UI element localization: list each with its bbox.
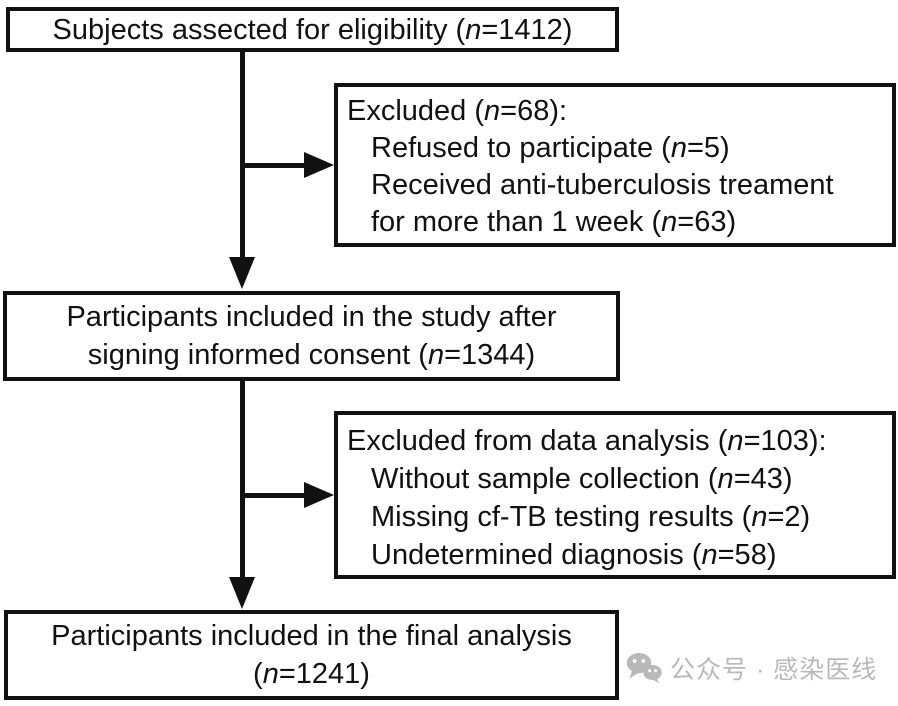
flow-box-eligibility: Subjects assected for eligibility (n=141… — [6, 7, 619, 52]
box-text-line: Participants included in the final analy… — [51, 620, 572, 652]
arrow-right-line-2 — [242, 493, 306, 498]
arrow-down-line-2 — [240, 381, 245, 578]
arrow-down-line-1 — [240, 52, 245, 258]
box-text-line: Excluded from data analysis (n=103): — [347, 425, 827, 457]
arrow-down-head-icon-2 — [229, 577, 255, 609]
box-text-line: Received anti-tuberculosis treament — [371, 169, 834, 201]
box-text-line: Participants included in the study after — [66, 301, 557, 333]
box-text-line: for more than 1 week (n=63) — [371, 206, 737, 238]
box-text-line: Subjects assected for eligibility (n=141… — [52, 13, 573, 46]
arrow-right-head-icon-1 — [304, 152, 334, 178]
watermark: 公众号 · 感染医线 — [626, 650, 877, 686]
box-text-line: Undetermined diagnosis (n=58) — [371, 539, 777, 571]
box-text-line: signing informed consent (n=1344) — [87, 339, 536, 371]
box-text-line: (n=1241) — [253, 658, 370, 690]
arrow-right-line-1 — [242, 163, 306, 168]
box-text-line: Without sample collection (n=43) — [371, 463, 793, 495]
flow-box-excluded-analysis: Excluded from data analysis (n=103): With… — [334, 411, 896, 579]
flow-box-excluded-screening: Excluded (n=68): Refused to participate (… — [334, 83, 896, 247]
box-text-line: Missing cf-TB testing results (n=2) — [371, 501, 811, 533]
box-text-line: Refused to participate (n=5) — [371, 132, 730, 164]
flow-box-consent: Participants included in the study after… — [3, 291, 620, 381]
box-text-line: Excluded (n=68): — [347, 95, 568, 127]
watermark-text: 公众号 · 感染医线 — [670, 656, 878, 684]
wechat-logo-icon — [626, 653, 662, 684]
arrow-right-head-icon-2 — [304, 482, 334, 508]
flow-box-final-analysis: Participants included in the final analy… — [4, 610, 619, 700]
arrow-down-head-icon-1 — [229, 257, 255, 289]
